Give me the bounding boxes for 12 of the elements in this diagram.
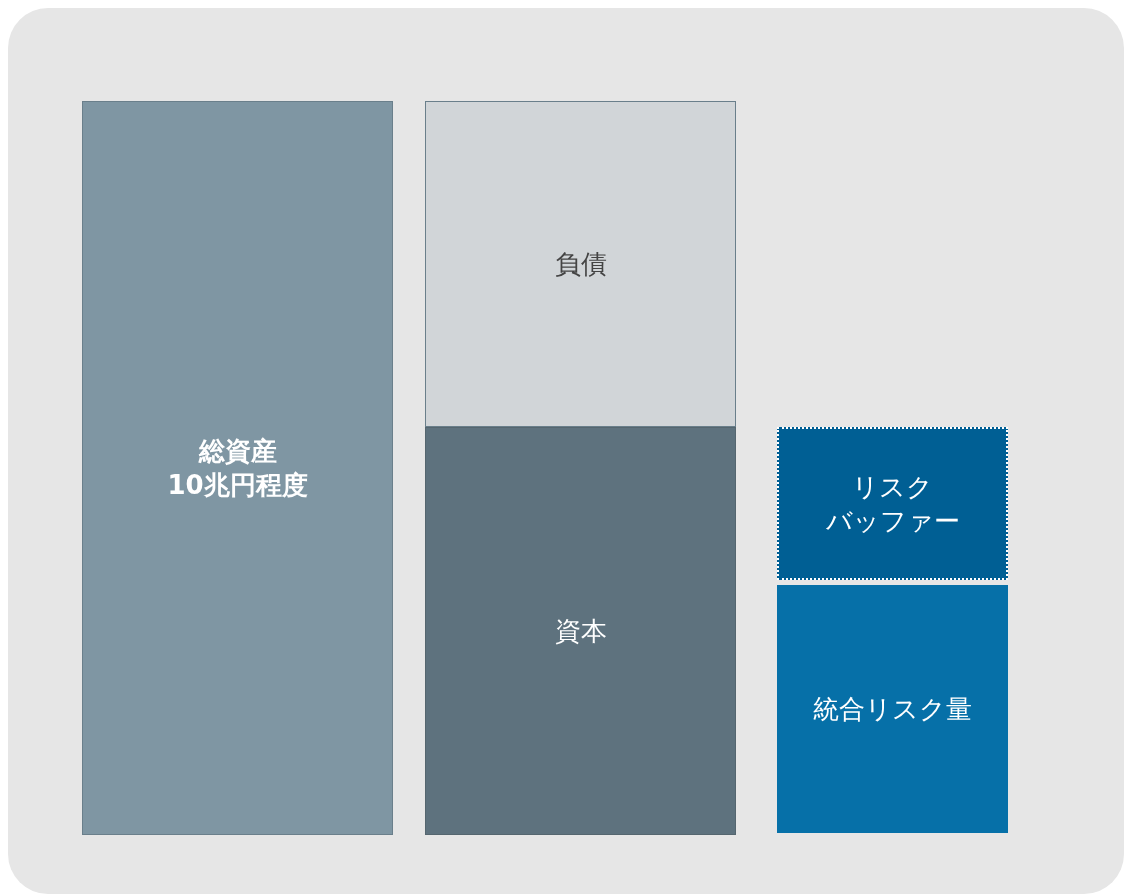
buffer-block xyxy=(777,427,1008,580)
risk-block xyxy=(777,585,1008,833)
capital-block xyxy=(425,427,736,835)
block-label: 総資産 xyxy=(198,435,277,468)
block-label: 資本 xyxy=(554,615,607,648)
block-label: リスク xyxy=(852,470,933,504)
asset-bar xyxy=(82,101,393,835)
block-label: 10兆円程度 xyxy=(167,469,308,502)
block-label: バッファー xyxy=(825,504,960,538)
block-label: 統合リスク量 xyxy=(813,693,972,726)
liability-block xyxy=(425,101,736,427)
block-label: 負債 xyxy=(554,248,607,281)
